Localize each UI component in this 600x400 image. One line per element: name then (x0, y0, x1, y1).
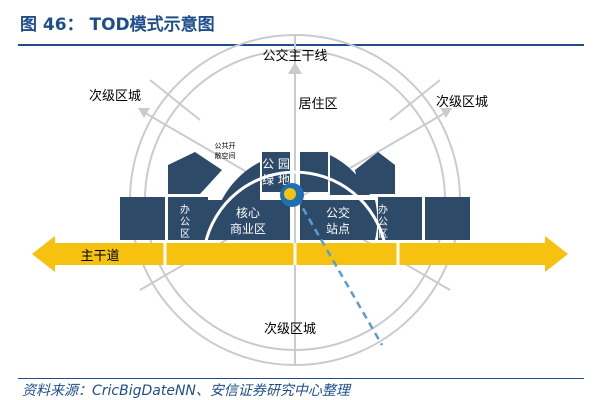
label-office-left-2: 公 (180, 217, 190, 228)
label-open-space-1: 公共开 (215, 141, 236, 150)
label-core-1: 核心 (236, 206, 260, 220)
label-green-2: 绿 地 (262, 172, 290, 187)
station-core-icon (284, 188, 296, 200)
label-secondary-left: 次级区城 (89, 88, 141, 104)
label-office-right-3: 区 (378, 228, 388, 240)
label-office-right-2: 公 (378, 217, 388, 228)
source-note: 资料来源：CricBigDateNN、安信证券研究中心整理 (22, 383, 350, 399)
label-transit-1: 公交 (326, 205, 350, 220)
label-transit-2: 站点 (326, 222, 350, 236)
label-residential: 居住区 (298, 97, 337, 112)
label-secondary-right: 次级区城 (436, 94, 488, 110)
label-office-right-1: 办 (378, 203, 388, 216)
dashed-transit-line (295, 197, 384, 346)
label-office-left-1: 办 (180, 203, 190, 216)
label-office-left-3: 区 (180, 228, 190, 240)
label-green-1: 公 园 (262, 157, 290, 171)
source-divider (18, 378, 584, 379)
label-secondary-bottom: 次级区城 (264, 321, 316, 337)
label-main-road: 主干道 (80, 249, 119, 264)
main-road (32, 236, 568, 272)
label-core-2: 商业区 (230, 221, 266, 236)
title-divider (18, 44, 584, 46)
label-bus-trunk: 公交主干线 (262, 48, 327, 64)
figure-title: 图 46： TOD模式示意图 (20, 15, 215, 35)
arrow-heads (138, 62, 452, 118)
core-ring (203, 170, 387, 246)
label-open-space-2: 敞空间 (215, 151, 236, 160)
